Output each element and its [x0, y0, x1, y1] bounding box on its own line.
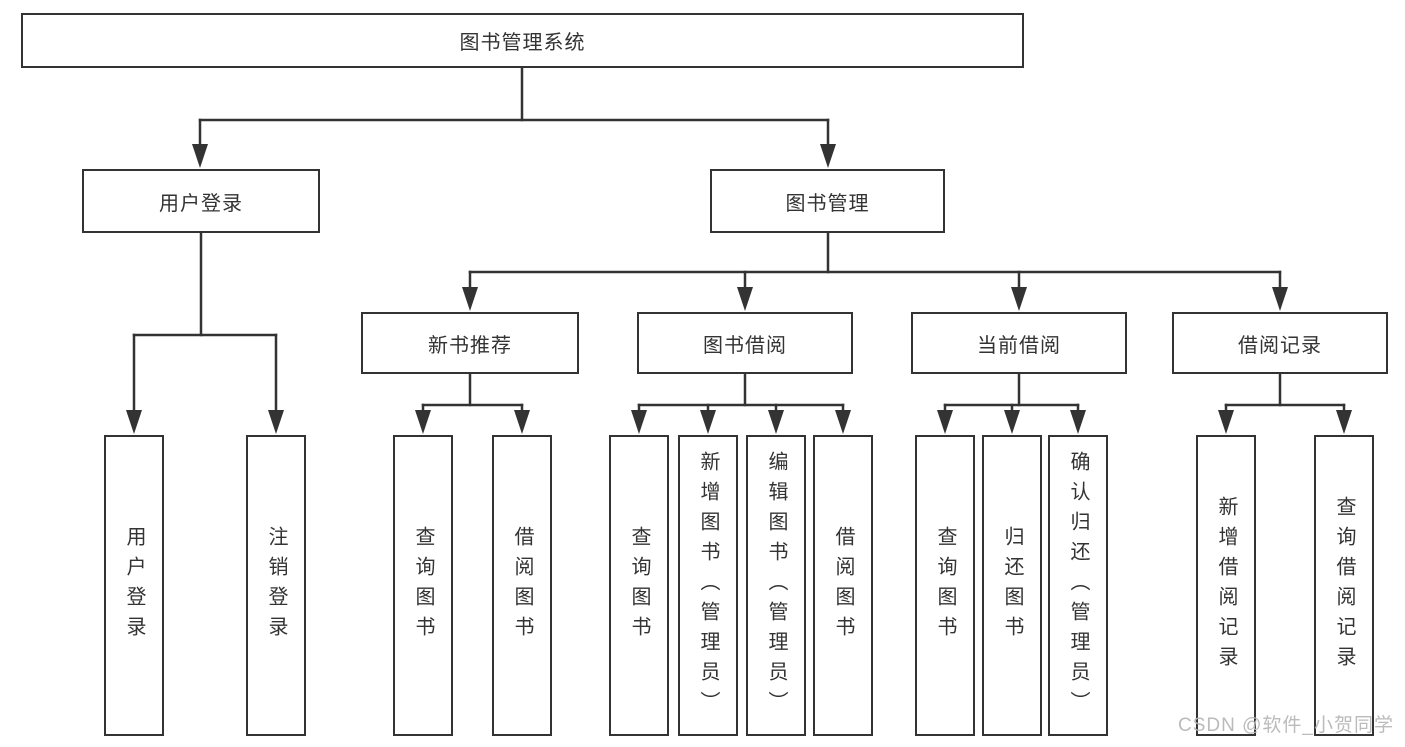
- node-return-book: 归还图书: [982, 435, 1042, 736]
- node-user-login-leaf: 用户登录: [104, 435, 164, 736]
- node-label: 用户登录: [123, 525, 145, 646]
- node-borrow-record: 借阅记录: [1172, 312, 1388, 374]
- node-label: 确认归还（管理员）: [1067, 450, 1089, 721]
- node-book-borrow: 图书借阅: [637, 312, 853, 374]
- node-new-book-rec: 新书推荐: [361, 312, 579, 374]
- node-root: 图书管理系统: [21, 13, 1024, 68]
- node-edit-book: 编辑图书（管理员）: [746, 435, 806, 736]
- node-label: 查询图书: [412, 525, 434, 646]
- node-label: 编辑图书（管理员）: [765, 450, 787, 721]
- connector-current-borrow-children: [937, 372, 1086, 434]
- node-label: 图书借阅: [703, 334, 787, 357]
- node-query-book-2: 查询图书: [609, 435, 669, 736]
- node-label: 新增图书（管理员）: [697, 450, 719, 721]
- node-query-borrow-record: 查询借阅记录: [1314, 435, 1374, 736]
- node-label: 借阅图书: [832, 525, 854, 646]
- node-book-mgmt: 图书管理: [710, 169, 945, 233]
- connector-user-login-children: [126, 231, 284, 434]
- csdn-watermark: CSDN @软件_小贺同学: [1178, 715, 1394, 736]
- node-label: 借阅图书: [511, 525, 533, 646]
- node-logout-leaf: 注销登录: [246, 435, 306, 736]
- node-label: 图书管理系统: [459, 32, 586, 54]
- node-label: 借阅记录: [1238, 334, 1322, 357]
- node-add-book: 新增图书（管理员）: [678, 435, 738, 736]
- node-label: 用户登录: [159, 192, 243, 215]
- connector-root-children: [192, 66, 836, 168]
- node-label: 当前借阅: [977, 334, 1061, 357]
- node-label: 新增借阅记录: [1215, 495, 1237, 676]
- node-label: 查询借阅记录: [1333, 495, 1355, 676]
- connector-new-book-rec-children: [415, 372, 530, 434]
- node-label: 图书管理: [785, 192, 870, 215]
- connector-book-borrow-children: [631, 372, 851, 434]
- connector-book-mgmt-children: [462, 231, 1288, 311]
- node-current-borrow: 当前借阅: [911, 312, 1127, 374]
- node-borrow-book-1: 借阅图书: [492, 435, 552, 736]
- node-label: 新书推荐: [428, 334, 512, 357]
- node-add-borrow-record: 新增借阅记录: [1196, 435, 1256, 736]
- node-label: 查询图书: [628, 525, 650, 646]
- node-user-login: 用户登录: [82, 169, 320, 233]
- node-query-book-1: 查询图书: [393, 435, 453, 736]
- connector-borrow-record-children: [1218, 372, 1352, 434]
- node-confirm-return: 确认归还（管理员）: [1048, 435, 1108, 736]
- node-label: 注销登录: [265, 525, 287, 646]
- node-label: 归还图书: [1001, 525, 1023, 646]
- node-query-book-3: 查询图书: [915, 435, 975, 736]
- node-borrow-book-2: 借阅图书: [813, 435, 873, 736]
- node-label: 查询图书: [934, 525, 956, 646]
